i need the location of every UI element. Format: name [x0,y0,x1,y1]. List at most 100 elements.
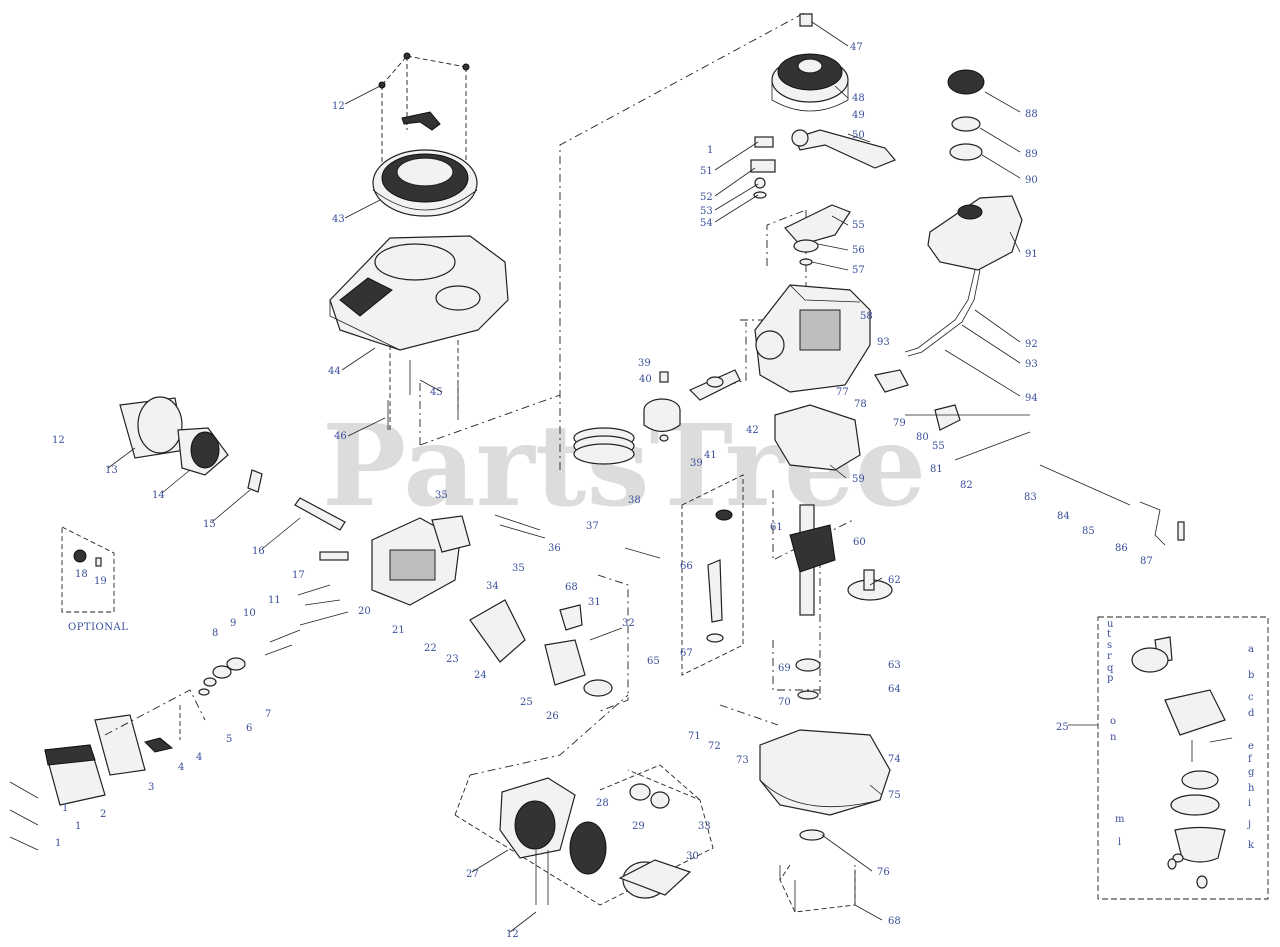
callout-29: 29 [632,821,645,832]
assembly-dash-lines [419,11,854,906]
callout-44: 44 [328,366,341,377]
callout-93: 93 [1025,359,1038,370]
callout-93: 93 [877,337,890,348]
callout-35: 35 [435,490,448,501]
air-cleaner-group [119,396,346,531]
gasket [774,404,861,471]
callout-5: 5 [226,734,232,745]
callout-12: 12 [506,929,519,940]
callout-3: 3 [148,782,154,793]
callout-34: 34 [486,581,499,592]
callout-78: 78 [854,399,867,410]
callout-68: 68 [565,582,578,593]
callout-53: 53 [700,206,713,217]
callout-17: 17 [292,570,305,581]
callout-41: 41 [704,450,717,461]
engine-block [754,284,871,393]
callout-43: 43 [332,214,345,225]
callout-i: i [1248,798,1251,809]
callout-20: 20 [358,606,371,617]
callout-6: 6 [246,723,252,734]
callout-75: 75 [888,790,901,801]
callout-8: 8 [212,628,218,639]
callout-38: 38 [628,495,641,506]
optional-label: OPTIONAL [68,622,128,633]
callout-33: 33 [698,821,711,832]
callout-4: 4 [196,752,202,763]
callout-90: 90 [1025,175,1038,186]
callout-23: 23 [446,654,459,665]
callout-36: 36 [548,543,561,554]
callout-2: 2 [100,809,106,820]
callout-e: e [1248,741,1254,752]
callout-72: 72 [708,741,721,752]
callout-57: 57 [852,265,865,276]
callout-76: 76 [877,867,890,878]
callout-73: 73 [736,755,749,766]
callout-46: 46 [334,431,347,442]
callout-48: 48 [852,93,865,104]
callout-32: 32 [622,618,635,629]
callout-74: 74 [888,754,901,765]
callout-t: t [1107,629,1111,640]
callout-85: 85 [1082,526,1095,537]
callout-81: 81 [930,464,943,475]
callout-24: 24 [474,670,487,681]
crankshaft [789,504,893,616]
recoil-starter-group [372,52,478,217]
callout-13: 13 [105,465,118,476]
linkage-group [874,369,1185,546]
callout-m: m [1115,814,1125,825]
callout-27: 27 [466,869,479,880]
callout-92: 92 [1025,339,1038,350]
callout-26: 26 [546,711,559,722]
callout-80: 80 [916,432,929,443]
leader-lines [107,21,1021,933]
callout-4: 4 [178,762,184,773]
callout-g: g [1248,767,1255,778]
callout-89: 89 [1025,149,1038,160]
callout-50: 50 [852,130,865,141]
callout-82: 82 [960,480,973,491]
callout-94: 94 [1025,393,1038,404]
blower-housing [329,235,509,430]
callout-1: 1 [55,838,61,849]
callout-14: 14 [152,490,165,501]
callout-77: 77 [836,387,849,398]
callout-70: 70 [778,697,791,708]
callout-21: 21 [392,625,405,636]
callout-31: 31 [588,597,601,608]
callout-54: 54 [700,218,713,229]
callout-s: s [1107,640,1112,651]
callout-a: a [1248,644,1254,655]
callout-1: 1 [62,803,68,814]
callout-q: q [1107,663,1114,674]
callout-l: l [1118,837,1121,848]
callout-9: 9 [230,618,236,629]
callout-45: 45 [430,387,443,398]
callout-28: 28 [596,798,609,809]
callout-52: 52 [700,192,713,203]
crankcase-cover [759,658,891,913]
piston-assembly [573,369,741,465]
callout-68: 68 [888,916,901,927]
air-filter-assembly [499,777,692,905]
callout-b: b [1248,670,1254,681]
callout-83: 83 [1024,492,1037,503]
callout-55: 55 [852,220,865,231]
callout-39: 39 [638,358,651,369]
callout-c: c [1248,692,1254,703]
callout-71: 71 [688,731,701,742]
callout-58: 58 [860,311,873,322]
callout-91: 91 [1025,249,1038,260]
callout-88: 88 [1025,109,1038,120]
callout-86: 86 [1115,543,1128,554]
callout-69: 69 [778,663,791,674]
callout-55: 55 [932,441,945,452]
callout-16: 16 [252,546,265,557]
callout-84: 84 [1057,511,1070,522]
callout-25: 25 [520,697,533,708]
carburetor-detail-box [1068,616,1269,900]
callout-f: f [1248,754,1253,765]
callout-63: 63 [888,660,901,671]
